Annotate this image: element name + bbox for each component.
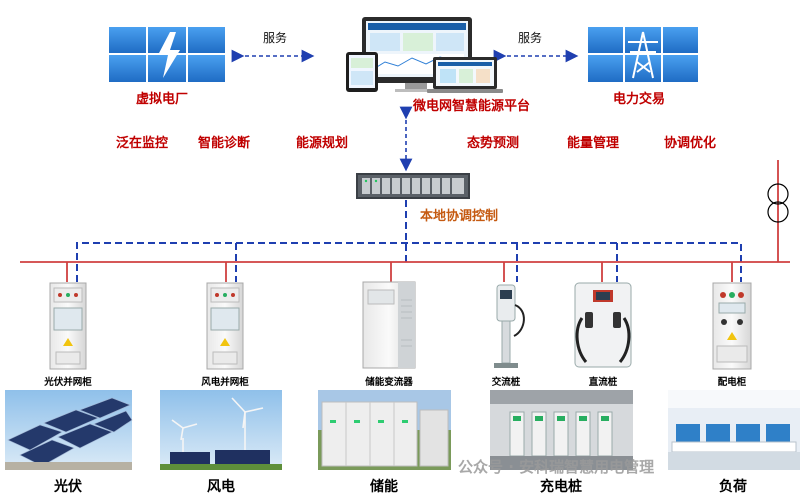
ac-charger-icon [494,284,525,368]
platform-label: 微电网智慧能源平台 [413,99,531,114]
storage-photo [318,390,451,470]
transformer-icon [767,183,789,223]
category-load: 负荷 [719,479,747,495]
power-trading-label: 电力交易 [613,92,666,107]
function-monitoring: 泛在监控 [116,136,169,151]
power-trading-icon [587,26,699,83]
service-label-right: 服务 [518,31,543,45]
distribution-cabinet-icon [712,282,752,370]
power-bus [20,160,790,282]
equipment-label-wind-cabinet: 风电并网柜 [201,377,249,388]
equipment-label-pcs: 储能变流器 [365,377,413,388]
dc-charger-icon [574,282,632,368]
pv-photo [5,390,133,470]
controller-label: 本地协调控制 [420,209,499,224]
wind-photo [160,390,282,470]
load-photo [668,390,800,470]
pcs-cabinet-icon [362,281,416,369]
category-wind: 风电 [207,479,235,495]
wind-grid-cabinet-icon [206,282,244,370]
pv-grid-cabinet-icon [49,282,87,370]
virtual-plant-icon [108,26,226,83]
equipment-label-dc-charger: 直流桩 [588,377,618,388]
comm-bus [76,242,742,282]
function-coordination: 协调优化 [664,136,717,151]
function-diagnosis: 智能诊断 [198,136,251,151]
equipment-label-pv-cabinet: 光伏并网柜 [44,377,92,388]
platform-devices-icon [346,17,503,93]
equipment-label-distribution: 配电柜 [717,377,747,388]
local-controller-icon [356,173,470,199]
category-pv: 光伏 [54,479,82,495]
watermark: 公众号 · 安科瑞智慧用电管理 [458,458,655,476]
equipment-label-ac-charger: 交流桩 [491,377,521,388]
category-storage: 储能 [370,479,398,495]
virtual-plant-label: 虚拟电厂 [136,92,189,107]
function-planning: 能源规划 [296,136,349,151]
service-label-left: 服务 [263,31,288,45]
category-charging-pile: 充电桩 [540,479,582,495]
charging-pile-photo [490,390,633,470]
function-energy-management: 能量管理 [567,136,620,151]
function-forecast: 态势预测 [467,136,520,151]
